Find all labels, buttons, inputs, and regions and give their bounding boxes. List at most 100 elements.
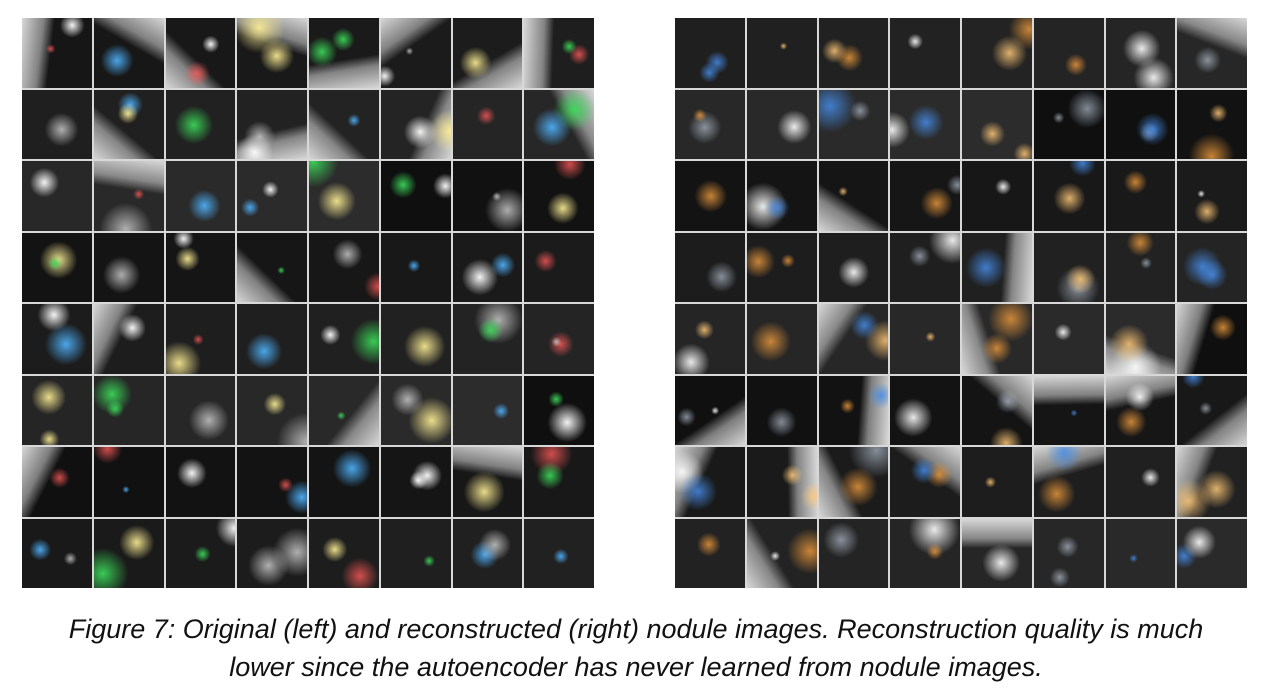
- reconstructed-nodule-image-tile: [818, 375, 889, 445]
- reconstructed-nodule-image-tile: [890, 89, 960, 159]
- original-nodule-image-tile: [93, 232, 164, 302]
- original-nodule-image-tile: [237, 161, 307, 231]
- reconstructed-nodule-image-tile: [746, 161, 817, 231]
- reconstructed-nodule-image-tile: [1177, 447, 1247, 517]
- reconstructed-nodule-image-tile: [675, 304, 745, 374]
- original-nodule-image-tile: [165, 18, 236, 88]
- original-nodule-image-tile: [524, 161, 594, 231]
- reconstructed-nodule-image-tile: [818, 304, 889, 374]
- reconstructed-nodule-image-tile: [746, 375, 817, 445]
- reconstructed-nodule-image-tile: [1033, 161, 1104, 231]
- original-nodule-image-tile: [22, 232, 92, 302]
- original-nodule-image-tile: [524, 89, 594, 159]
- original-nodule-image-tile: [309, 518, 379, 588]
- reconstructed-nodule-image-tile: [675, 447, 745, 517]
- original-nodule-image-tile: [309, 161, 379, 231]
- original-nodule-image-tile: [22, 375, 92, 445]
- reconstructed-nodule-image-tile: [675, 18, 745, 88]
- original-nodule-image-tile: [524, 304, 594, 374]
- reconstructed-nodule-image-tile: [1105, 518, 1176, 588]
- reconstructed-nodule-image-tile: [818, 232, 889, 302]
- figure-caption: Figure 7: Original (left) and reconstruc…: [0, 610, 1272, 686]
- original-nodule-image-tile: [524, 447, 594, 517]
- original-nodule-image-tile: [93, 161, 164, 231]
- original-nodule-image-tile: [524, 18, 594, 88]
- reconstructed-nodule-image-tile: [890, 232, 960, 302]
- reconstructed-nodule-image-tile: [675, 161, 745, 231]
- original-nodule-image-tile: [237, 518, 307, 588]
- reconstructed-nodule-image-tile: [675, 232, 745, 302]
- reconstructed-nodule-image-tile: [746, 89, 817, 159]
- original-nodule-image-tile: [380, 161, 451, 231]
- reconstructed-nodule-image-tile: [1177, 375, 1247, 445]
- original-nodule-image-tile: [380, 447, 451, 517]
- original-nodule-image-tile: [309, 304, 379, 374]
- original-nodule-image-tile: [380, 304, 451, 374]
- reconstructed-nodule-image-tile: [818, 518, 889, 588]
- original-nodule-image-tile: [380, 18, 451, 88]
- original-nodule-image-tile: [22, 518, 92, 588]
- reconstructed-nodule-image-tile: [746, 447, 817, 517]
- reconstructed-nodule-image-tile: [1105, 304, 1176, 374]
- caption-line-1: Figure 7: Original (left) and reconstruc…: [68, 614, 1204, 644]
- original-nodule-image-tile: [237, 375, 307, 445]
- reconstructed-nodule-grid: [675, 18, 1247, 588]
- reconstructed-nodule-image-tile: [818, 18, 889, 88]
- reconstructed-nodule-image-tile: [818, 447, 889, 517]
- reconstructed-nodule-image-tile: [1105, 375, 1176, 445]
- original-nodule-image-tile: [452, 304, 523, 374]
- original-nodule-image-tile: [93, 18, 164, 88]
- original-nodule-image-tile: [93, 89, 164, 159]
- reconstructed-nodule-image-tile: [890, 375, 960, 445]
- original-nodule-image-tile: [452, 518, 523, 588]
- original-nodule-image-tile: [22, 89, 92, 159]
- original-nodule-image-tile: [380, 232, 451, 302]
- original-nodule-image-tile: [237, 18, 307, 88]
- reconstructed-nodule-image-tile: [890, 304, 960, 374]
- original-nodule-image-tile: [165, 447, 236, 517]
- original-nodule-image-tile: [237, 304, 307, 374]
- original-nodule-image-tile: [93, 375, 164, 445]
- reconstructed-nodule-image-tile: [1105, 447, 1176, 517]
- original-nodule-image-tile: [309, 18, 379, 88]
- original-nodule-image-tile: [22, 447, 92, 517]
- reconstructed-nodule-image-tile: [1033, 447, 1104, 517]
- reconstructed-nodule-image-tile: [1033, 232, 1104, 302]
- original-nodule-image-tile: [93, 304, 164, 374]
- reconstructed-nodule-image-tile: [962, 89, 1032, 159]
- reconstructed-nodule-image-tile: [962, 304, 1032, 374]
- reconstructed-nodule-image-tile: [675, 89, 745, 159]
- original-nodule-image-tile: [22, 304, 92, 374]
- original-nodule-image-tile: [165, 518, 236, 588]
- reconstructed-nodule-image-tile: [1033, 375, 1104, 445]
- original-nodule-image-tile: [93, 518, 164, 588]
- original-nodule-image-tile: [452, 447, 523, 517]
- original-nodule-image-tile: [524, 518, 594, 588]
- original-nodule-image-tile: [237, 89, 307, 159]
- original-nodule-image-tile: [237, 447, 307, 517]
- reconstructed-nodule-image-tile: [818, 89, 889, 159]
- reconstructed-nodule-image-tile: [1177, 89, 1247, 159]
- reconstructed-nodule-image-tile: [1033, 89, 1104, 159]
- original-nodule-image-tile: [22, 161, 92, 231]
- original-nodule-image-tile: [452, 161, 523, 231]
- reconstructed-nodule-image-tile: [962, 518, 1032, 588]
- original-nodule-image-tile: [22, 18, 92, 88]
- original-nodule-image-tile: [524, 375, 594, 445]
- reconstructed-nodule-image-tile: [1105, 232, 1176, 302]
- original-nodule-grid: [22, 18, 594, 588]
- reconstructed-nodule-image-tile: [890, 518, 960, 588]
- original-nodule-image-tile: [452, 89, 523, 159]
- reconstructed-nodule-image-tile: [1177, 232, 1247, 302]
- original-nodule-image-tile: [452, 232, 523, 302]
- reconstructed-nodule-image-tile: [746, 18, 817, 88]
- reconstructed-nodule-image-tile: [962, 18, 1032, 88]
- original-nodule-image-tile: [237, 232, 307, 302]
- caption-line-2: lower since the autoencoder has never le…: [229, 652, 1043, 682]
- original-nodule-image-tile: [165, 232, 236, 302]
- original-nodule-image-tile: [165, 89, 236, 159]
- reconstructed-nodule-image-tile: [1033, 518, 1104, 588]
- reconstructed-nodule-image-tile: [1177, 304, 1247, 374]
- original-nodule-image-tile: [93, 447, 164, 517]
- reconstructed-nodule-image-tile: [1105, 89, 1176, 159]
